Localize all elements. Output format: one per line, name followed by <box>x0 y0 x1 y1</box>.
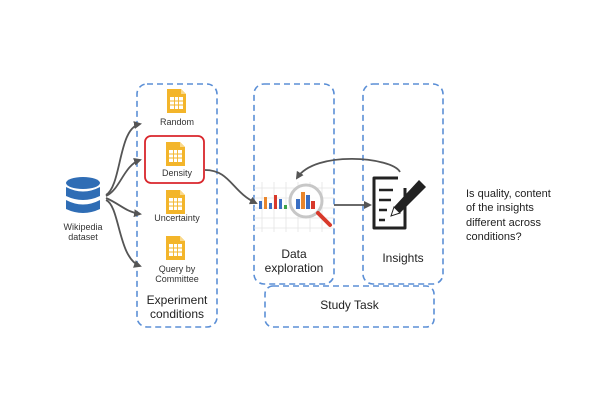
data-exploration-box <box>253 83 335 285</box>
experiment-conditions-line-2: conditions <box>149 306 205 321</box>
file-icon-uncertainty <box>166 190 185 214</box>
condition-label-random-text: Random <box>159 117 195 127</box>
file-icon-random <box>167 89 186 113</box>
dataset-label-line-1: Wikipedia <box>63 222 103 232</box>
study-task-label: Study Task <box>265 298 434 313</box>
condition-label-query-by-committee: Query by Committee <box>137 264 217 285</box>
fan-out-arrows <box>105 121 142 268</box>
density-to-exploration-arrow <box>204 169 258 205</box>
condition-label-uncertainty-text: Uncertainty <box>154 213 200 223</box>
insights-box <box>362 83 444 285</box>
condition-label-qbc-line-2: Committee <box>155 274 199 285</box>
insights-label: Insights <box>363 251 443 266</box>
question-line-4: conditions? <box>466 230 522 243</box>
data-exploration-label: Data exploration <box>254 247 334 276</box>
condition-label-qbc-line-1: Query by <box>158 264 196 274</box>
experiment-conditions-line-1: Experiment <box>146 293 208 307</box>
data-exploration-icon <box>254 182 334 232</box>
file-icon-query-by-committee <box>166 236 185 260</box>
condition-label-density-text: Density <box>161 168 192 178</box>
question-line-3: different across <box>466 216 542 229</box>
condition-label-uncertainty: Uncertainty <box>137 213 217 223</box>
insights-notepad-icon <box>372 176 426 230</box>
data-exploration-line-2: exploration <box>264 260 324 275</box>
experiment-conditions-label: Experiment conditions <box>137 293 217 322</box>
insights-feedback-arrow <box>295 157 401 180</box>
question-line-2: of the insights <box>466 202 534 215</box>
file-icon-density <box>166 142 185 166</box>
insights-label-text: Insights <box>382 251 424 265</box>
data-exploration-line-1: Data <box>281 247 307 261</box>
experiment-conditions-box <box>136 83 218 328</box>
condition-label-random: Random <box>137 117 217 127</box>
question-line-1: Is quality, content <box>466 188 551 200</box>
database-icon <box>66 177 100 213</box>
study-task-label-text: Study Task <box>320 298 379 312</box>
dataset-label: Wikipedia dataset <box>53 222 113 243</box>
research-question: Is quality, content of the insights diff… <box>466 187 606 244</box>
condition-label-density: Density <box>137 168 217 178</box>
study-task-box <box>264 285 435 328</box>
density-highlight <box>144 135 205 184</box>
dataset-label-line-2: dataset <box>68 232 98 243</box>
